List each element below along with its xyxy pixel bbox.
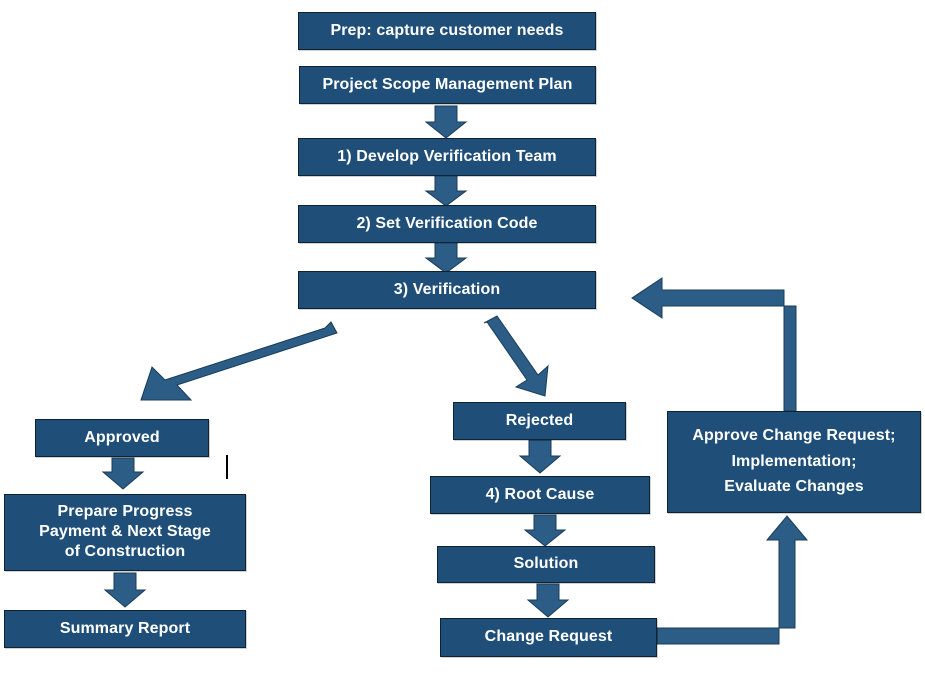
node-develop-team-label: 1) Develop Verification Team — [337, 147, 557, 165]
arrow-approve-to-verification — [631, 277, 797, 412]
node-approve-change-line-3: Evaluate Changes — [724, 478, 864, 496]
arrow-change-to-approve — [656, 515, 809, 645]
node-prepare-line-1: Prepare Progress — [57, 503, 193, 521]
arrow-verification-to-rejected — [483, 315, 549, 397]
text-caret — [226, 455, 228, 479]
node-prepare-progress-payment[interactable]: Prepare Progress Payment & Next Stage of… — [4, 494, 246, 571]
arrow-solution-to-change — [526, 583, 570, 618]
node-root-cause[interactable]: 4) Root Cause — [430, 476, 650, 514]
node-project-scope-management-plan[interactable]: Project Scope Management Plan — [299, 66, 596, 104]
node-approved-label: Approved — [84, 428, 160, 446]
node-summary-report-label: Summary Report — [59, 619, 191, 637]
arrow-rejected-to-root — [518, 439, 562, 474]
node-summary-report[interactable]: Summary Report — [4, 610, 246, 648]
node-verification[interactable]: 3) Verification — [298, 271, 596, 309]
node-change-request[interactable]: Change Request — [440, 618, 657, 657]
node-rejected[interactable]: Rejected — [453, 402, 626, 440]
node-prepare-line-3: of Construction — [64, 542, 186, 560]
node-root-cause-label: 4) Root Cause — [485, 485, 595, 503]
node-prep-label: Prep: capture customer needs — [330, 21, 564, 39]
node-approve-change-request[interactable]: Approve Change Request; Implementation; … — [667, 411, 921, 513]
arrow-scope-to-team — [424, 105, 468, 139]
node-approve-change-line-2: Implementation; — [731, 452, 857, 470]
node-set-verification-code[interactable]: 2) Set Verification Code — [298, 205, 596, 243]
node-set-code-label: 2) Set Verification Code — [356, 214, 538, 232]
node-develop-verification-team[interactable]: 1) Develop Verification Team — [298, 138, 596, 176]
arrow-verification-to-approved — [140, 321, 338, 401]
node-approved[interactable]: Approved — [35, 419, 209, 457]
arrow-team-to-code — [424, 174, 468, 207]
node-rejected-label: Rejected — [505, 411, 574, 429]
node-prep[interactable]: Prep: capture customer needs — [298, 12, 596, 50]
arrow-root-to-solution — [523, 514, 567, 547]
node-prepare-line-2: Payment & Next Stage — [39, 523, 211, 541]
arrow-prepare-to-summary — [103, 572, 147, 608]
node-verification-label: 3) Verification — [393, 280, 501, 298]
node-approve-change-line-1: Approve Change Request; — [692, 426, 896, 444]
node-solution-label: Solution — [513, 555, 579, 573]
node-solution[interactable]: Solution — [437, 546, 655, 583]
arrow-approved-to-prepare — [101, 457, 145, 490]
node-change-request-label: Change Request — [484, 628, 613, 646]
node-scope-plan-label: Project Scope Management Plan — [322, 75, 573, 93]
arrow-code-to-verification — [424, 241, 468, 274]
